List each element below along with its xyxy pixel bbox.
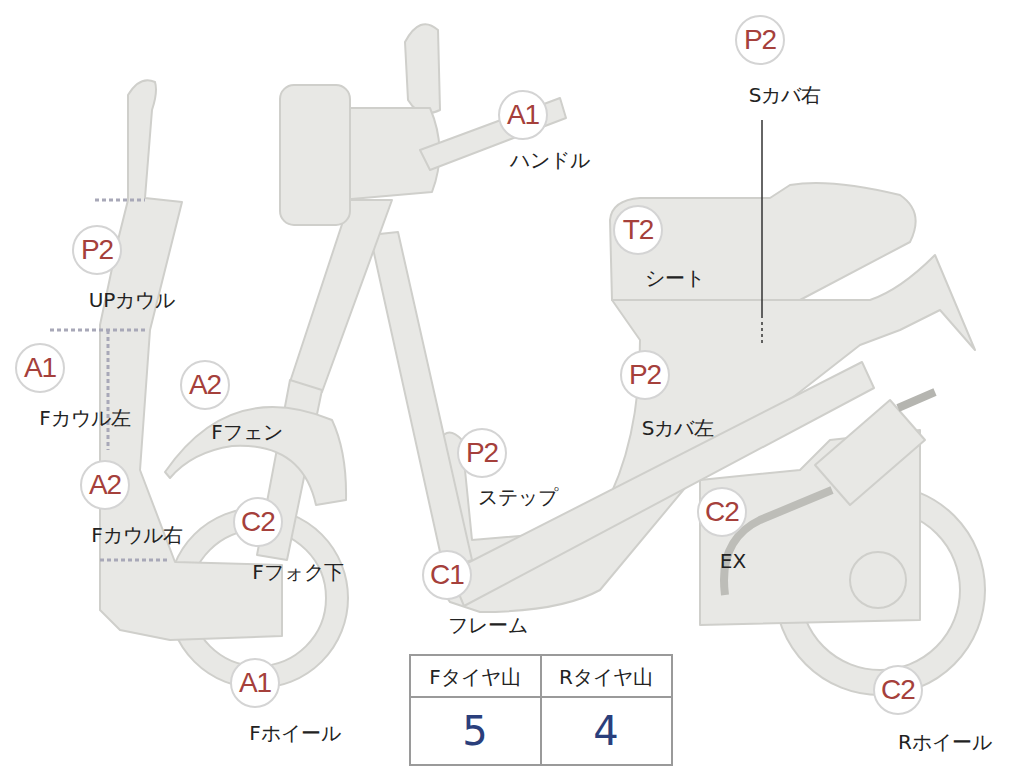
- tread-value: 5: [462, 708, 487, 754]
- callout-circle: [73, 226, 121, 274]
- callout-circle: [181, 361, 229, 409]
- grade-code: C2: [697, 487, 747, 537]
- grade-callout: A1Fホイール: [230, 658, 280, 708]
- grade-callout: C1フレーム: [422, 550, 472, 600]
- grade-callout: C2Fフォク下: [233, 497, 283, 547]
- callout-circle: [614, 206, 662, 254]
- panel-divider: [95, 199, 145, 202]
- front-cowl: [100, 80, 282, 640]
- leader-line: [761, 120, 763, 318]
- grade-code: P2: [457, 428, 507, 478]
- panel-divider: [107, 330, 110, 450]
- grade-code: C2: [233, 497, 283, 547]
- part-name: Fフォク下: [252, 559, 344, 586]
- callout-circle: [231, 659, 279, 707]
- leader-line: [761, 322, 763, 346]
- callout-circle: [736, 16, 784, 64]
- callout-circle: [16, 344, 64, 392]
- grade-code: A1: [230, 658, 280, 708]
- frame-tube: [450, 362, 874, 606]
- grade-callout: C2EX: [697, 487, 747, 537]
- grade-callout: P2ステップ: [457, 428, 507, 478]
- panel-divider: [50, 329, 148, 332]
- seat: [610, 183, 916, 300]
- body-floor: [440, 255, 975, 612]
- grade-callout: C2Rホイール: [873, 665, 923, 715]
- grade-callout: A2Fカウル右: [80, 460, 130, 510]
- grade-code: A2: [80, 460, 130, 510]
- callout-circle: [621, 351, 669, 399]
- meter-housing: [280, 85, 350, 225]
- steering-column: [290, 200, 392, 392]
- grade-code: P2: [735, 15, 785, 65]
- part-name: Sカバ左: [642, 415, 715, 442]
- table-header: Fタイヤ山: [429, 664, 521, 691]
- part-name: フレーム: [448, 612, 528, 639]
- table-grid: [410, 655, 672, 765]
- grade-callout: P2UPカウル: [72, 225, 122, 275]
- part-name: ハンドル: [510, 147, 590, 174]
- part-name: Fカウル左: [39, 405, 131, 432]
- part-name: UPカウル: [89, 287, 176, 314]
- callout-circle: [698, 488, 746, 536]
- grade-code: A1: [15, 343, 65, 393]
- grade-callout: A2Fフェン: [180, 360, 230, 410]
- grade-callout: A1Fカウル左: [15, 343, 65, 393]
- grade-callout: T2シート: [613, 205, 663, 255]
- tread-value: 4: [593, 708, 618, 754]
- part-name: ステップ: [478, 484, 558, 511]
- grade-code: C2: [873, 665, 923, 715]
- grade-code: C1: [422, 550, 472, 600]
- part-name: シート: [645, 265, 705, 292]
- table-header: Rタイヤ山: [559, 664, 653, 691]
- headlight: [405, 24, 440, 113]
- part-name: Sカバ右: [749, 82, 822, 109]
- callout-circle: [499, 91, 547, 139]
- grade-code: P2: [72, 225, 122, 275]
- part-name: Rホイール: [898, 729, 992, 756]
- grade-code: A1: [498, 90, 548, 140]
- front-fender: [165, 407, 346, 505]
- grade-code: P2: [620, 350, 670, 400]
- part-name: Fホイール: [249, 720, 341, 747]
- grade-callout: A1ハンドル: [498, 90, 548, 140]
- part-name: Fカウル右: [91, 522, 183, 549]
- callout-circle: [81, 461, 129, 509]
- callout-circle: [458, 429, 506, 477]
- callout-circle: [234, 498, 282, 546]
- part-name: Fフェン: [211, 419, 283, 446]
- panel-divider: [100, 559, 170, 562]
- grade-code: T2: [613, 205, 663, 255]
- grade-code: A2: [180, 360, 230, 410]
- shock-rod: [898, 392, 935, 408]
- front-down-tube: [370, 232, 472, 570]
- rear-hub: [850, 552, 906, 608]
- grade-callout: P2Sカバ右: [735, 15, 785, 65]
- tread-table: [410, 655, 672, 765]
- part-name: EX: [720, 549, 746, 573]
- callout-circle: [423, 551, 471, 599]
- grade-callout: P2Sカバ左: [620, 350, 670, 400]
- callout-circle: [874, 666, 922, 714]
